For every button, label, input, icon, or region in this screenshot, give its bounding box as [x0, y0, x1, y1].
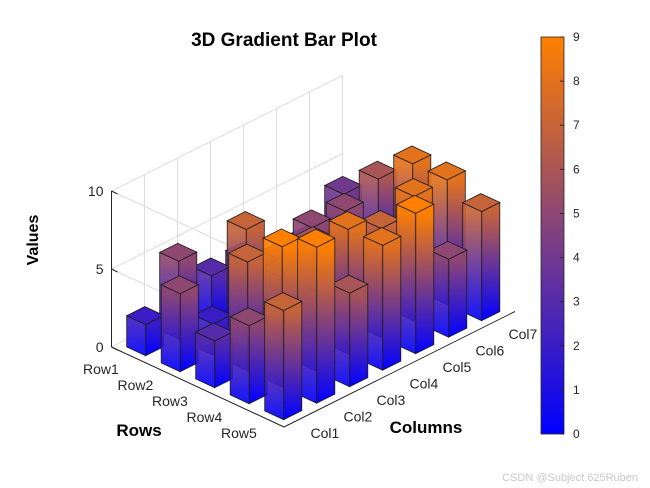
y-axis-label: Rows — [116, 421, 161, 440]
colorbar: 0 1 2 3 4 5 6 7 8 9 — [540, 30, 580, 441]
bar-top-face — [226, 211, 266, 230]
watermark: CSDN @Subject.625Ruben — [502, 472, 638, 484]
bar-top-face — [325, 192, 365, 212]
bar-front-face — [382, 235, 402, 371]
row-tick-label: Row1 — [83, 361, 119, 377]
bar-top-face — [194, 322, 234, 342]
axis-labels: 0 5 10Col1Col2Col3Col4Col5Col6Col7Row1Row2… — [83, 183, 538, 441]
bar-front-face — [349, 283, 369, 388]
bar-top-face — [427, 161, 467, 181]
colorbar-tick-label: 7 — [573, 118, 580, 132]
colorbar-tick-label: 6 — [573, 162, 580, 176]
column-tick-label: Col4 — [410, 375, 439, 391]
colorbar-tick-label: 2 — [573, 339, 580, 353]
chart-title: 3D Gradient Bar Plot — [191, 30, 377, 51]
column-tick-label: Col6 — [476, 342, 505, 358]
z-tick — [111, 268, 118, 273]
bar-top-face — [328, 211, 368, 230]
colorbar-tick-label: 1 — [573, 383, 580, 397]
bar-left-face — [229, 316, 250, 405]
bar-top-face — [292, 209, 332, 229]
colorbar-tick-label: 0 — [573, 427, 580, 441]
column-tick-label: Col7 — [509, 326, 538, 342]
bar-top-face — [262, 228, 302, 248]
bar-top-face — [227, 243, 267, 263]
z-tick-label: 5 — [96, 261, 104, 277]
bar-top-face — [361, 210, 401, 229]
bar-front-face — [481, 201, 501, 322]
colorbar-tick-label: 5 — [573, 206, 580, 220]
column-tick-label: Col2 — [344, 408, 373, 424]
bar-top-face — [329, 274, 369, 294]
z-tick — [111, 346, 118, 351]
y-axis-line — [111, 346, 285, 428]
bar-top-face — [392, 145, 432, 165]
bar-top-face — [323, 175, 363, 195]
bar-top-face — [394, 178, 434, 197]
bars — [125, 145, 501, 421]
column-tick-label: Col1 — [311, 425, 340, 441]
bar-front-face — [448, 249, 468, 338]
bar-top-face — [193, 305, 233, 325]
bar-top-face — [461, 193, 501, 212]
colorbar-tick-label: 4 — [573, 251, 580, 265]
bar-top-face — [428, 240, 468, 260]
bar-top-face — [229, 307, 269, 327]
colorbar-tick-label: 3 — [573, 295, 580, 309]
row-tick-label: Row5 — [221, 425, 257, 441]
bar-top-face — [296, 228, 336, 248]
colorbar-tick-label: 9 — [573, 30, 580, 44]
colorbar-gradient — [540, 36, 565, 435]
bar-top-face — [191, 257, 231, 277]
bar-top-face — [395, 194, 435, 214]
bar-front-face — [283, 300, 303, 421]
x-axis-label: Columns — [390, 418, 463, 437]
bar-front-face — [316, 237, 336, 404]
bar-top-face — [358, 160, 398, 180]
z-tick — [111, 190, 118, 195]
x-axis-line — [283, 311, 516, 428]
bar-left-face — [195, 331, 216, 389]
colorbar-tick-label: 8 — [573, 74, 580, 88]
bar-top-face — [263, 292, 303, 311]
z-axis-label: Values — [25, 215, 42, 266]
row-tick-label: Row4 — [186, 409, 222, 425]
bar-front-face — [415, 203, 435, 355]
row-tick-label: Row2 — [117, 377, 153, 393]
bar-top-face — [158, 242, 198, 262]
bar-top-face — [125, 306, 165, 325]
bar-top-face — [160, 275, 200, 295]
z-tick-label: 0 — [96, 339, 104, 355]
row-tick-label: Row3 — [152, 393, 188, 409]
column-tick-label: Col5 — [443, 359, 472, 375]
bar-top-face — [362, 227, 402, 246]
bar-left-face — [264, 301, 285, 421]
column-tick-label: Col3 — [377, 392, 406, 408]
bar-left-face — [160, 284, 181, 373]
z-tick-label: 10 — [88, 183, 104, 199]
